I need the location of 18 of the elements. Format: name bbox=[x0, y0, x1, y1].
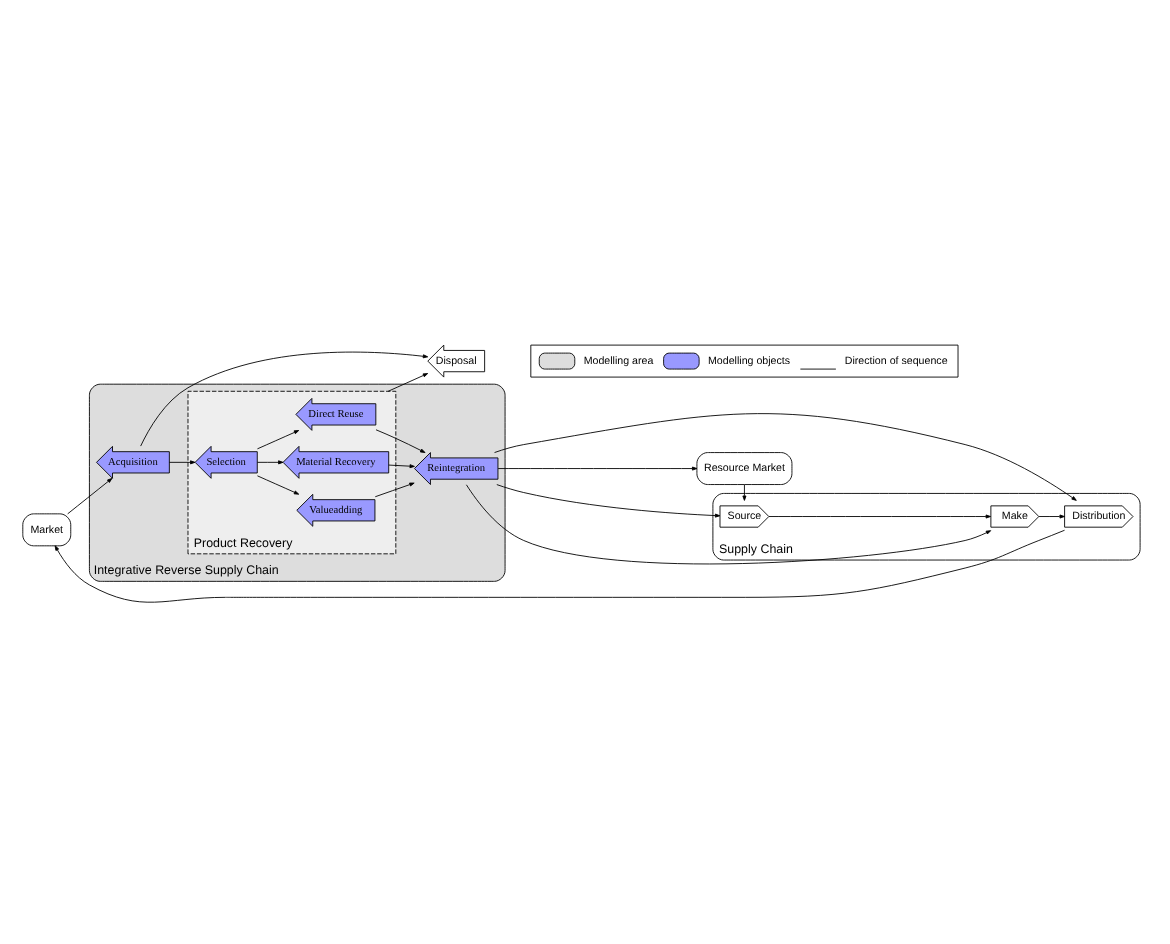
arrow bbox=[388, 464, 415, 469]
arrow bbox=[375, 429, 426, 453]
arrow bbox=[387, 373, 429, 392]
arrow bbox=[256, 475, 300, 495]
arrow bbox=[465, 484, 992, 565]
arrow bbox=[54, 529, 1065, 603]
arrow bbox=[256, 430, 300, 450]
arrow bbox=[67, 478, 113, 515]
arrow bbox=[742, 484, 747, 501]
arrow bbox=[1038, 514, 1065, 519]
arrow bbox=[497, 466, 698, 471]
arrow bbox=[374, 482, 415, 498]
arrow bbox=[768, 514, 991, 519]
arrow bbox=[169, 460, 196, 465]
arrow bbox=[256, 460, 284, 465]
arrow bbox=[496, 484, 721, 518]
arrow bbox=[140, 351, 429, 447]
arrow bbox=[494, 413, 1077, 501]
